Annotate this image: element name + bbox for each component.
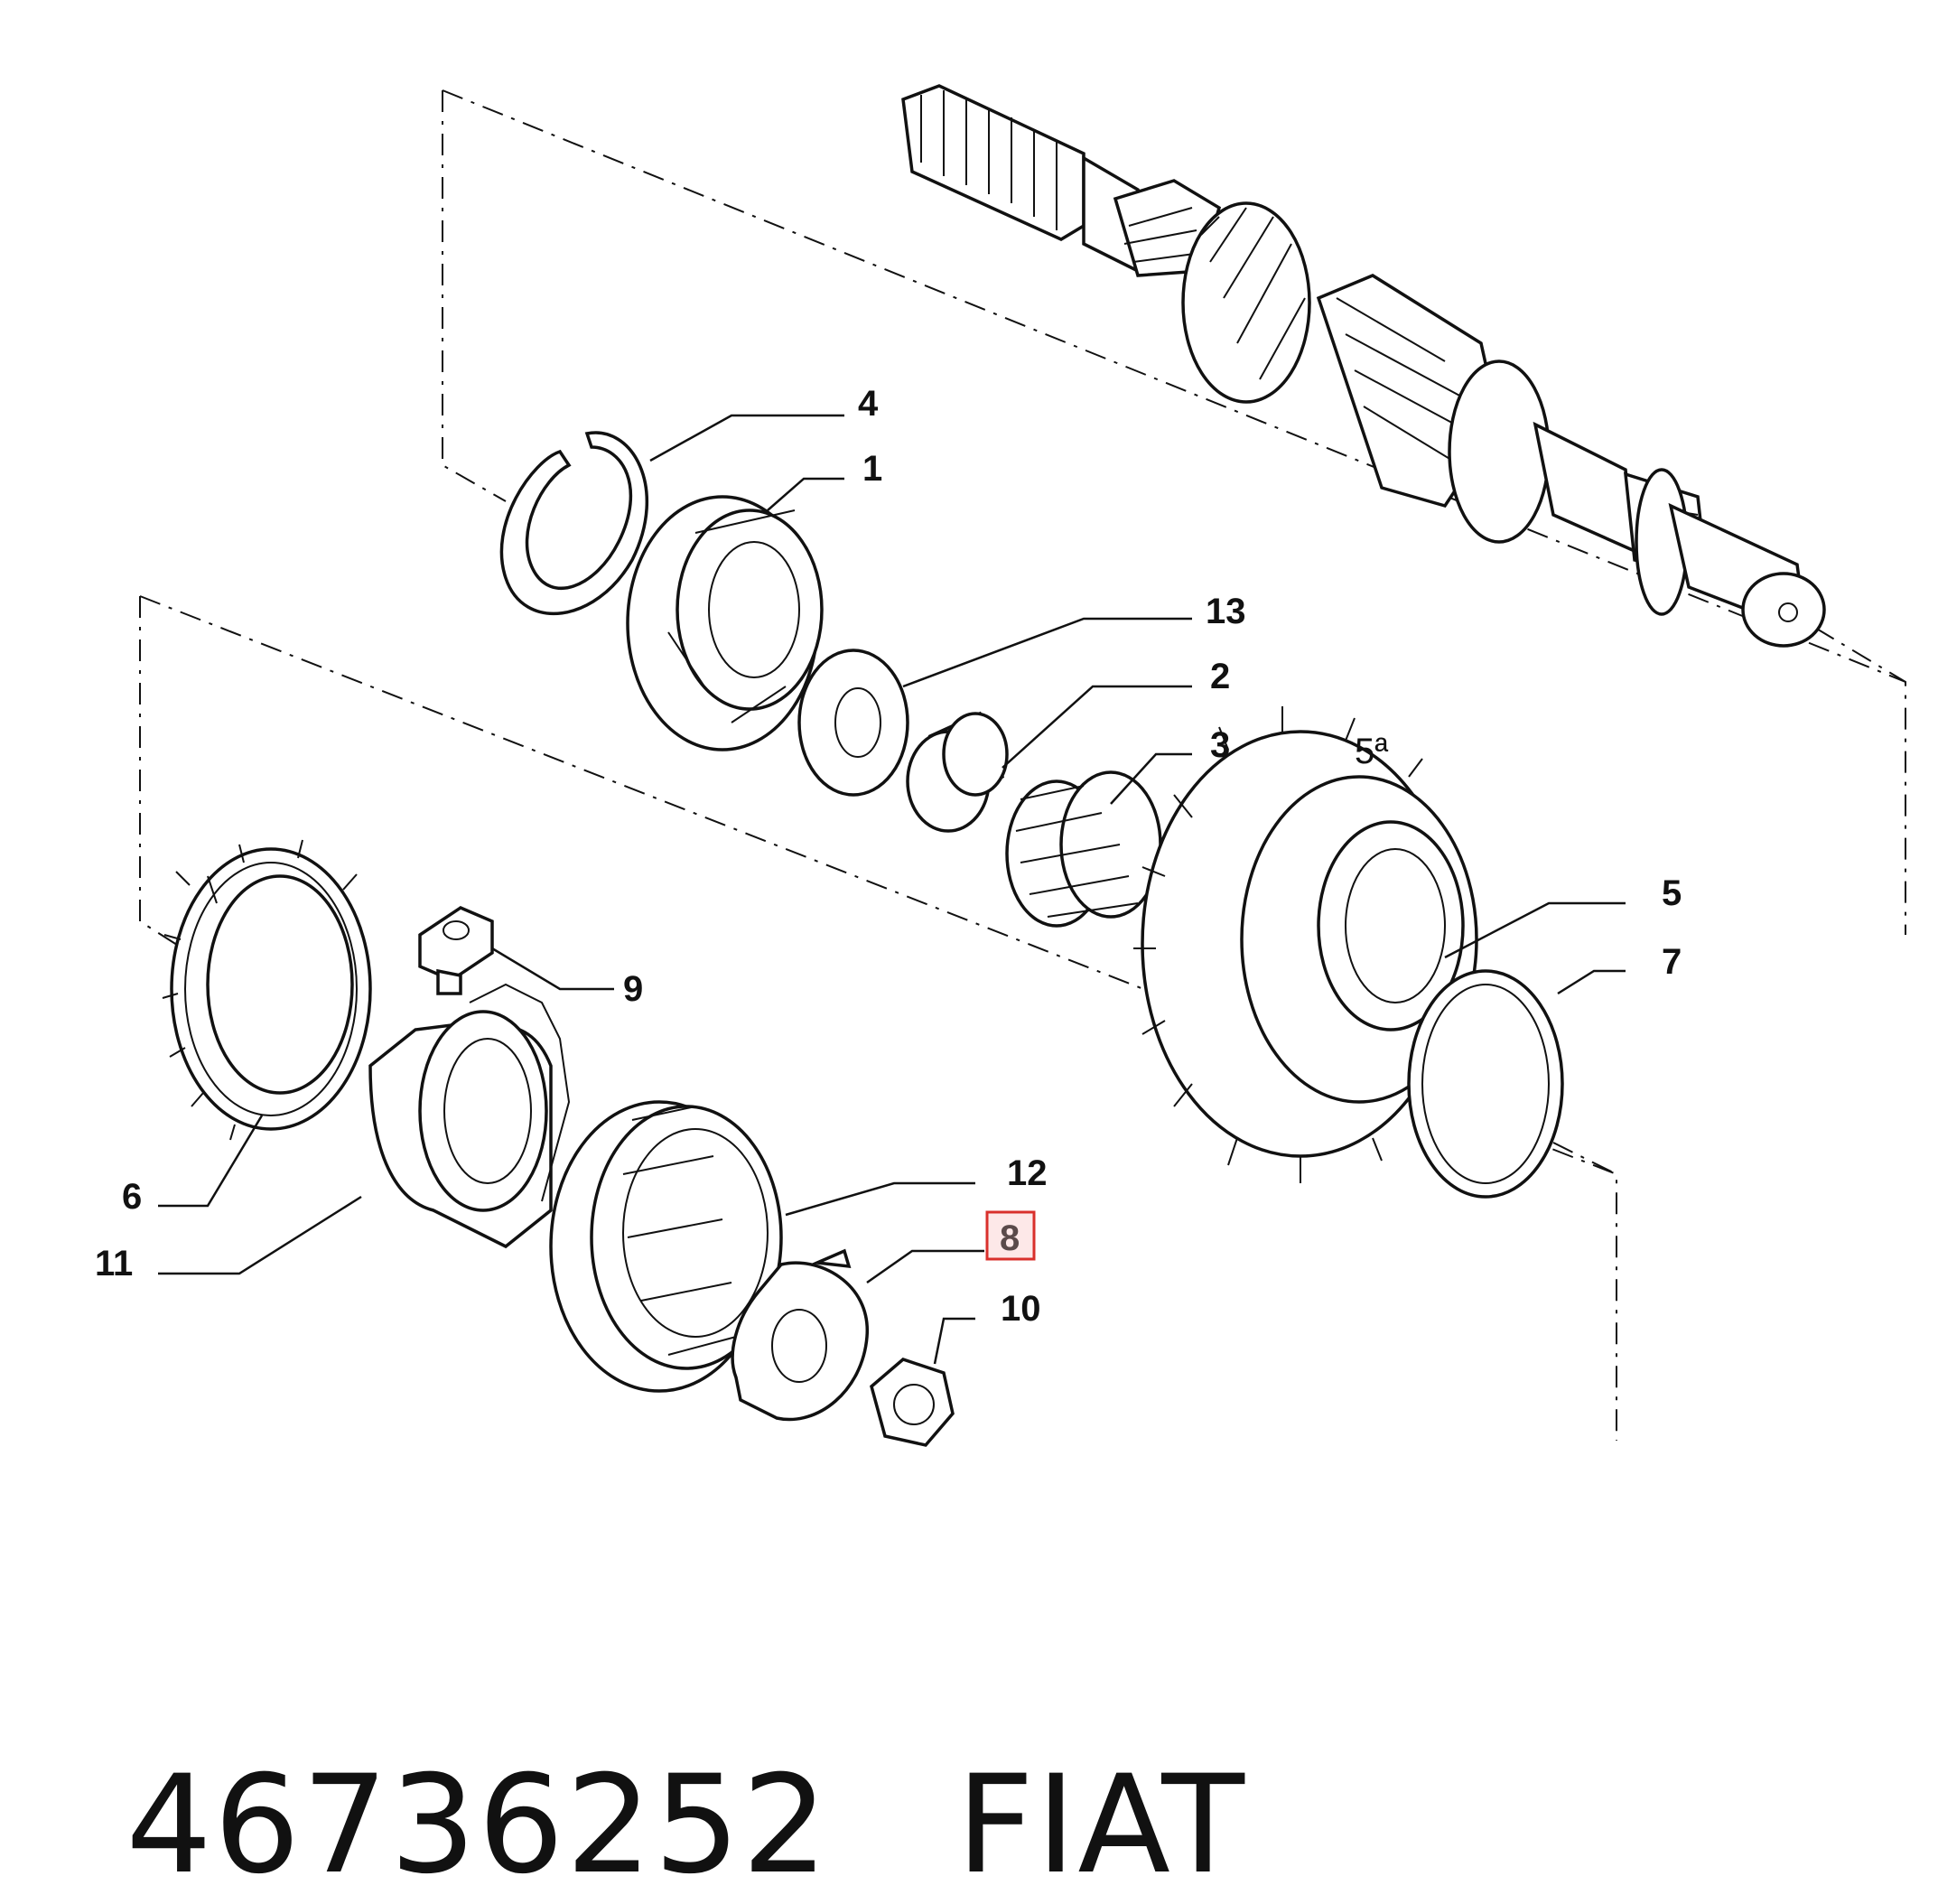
callout-labels: 4 1 13 2 3 5ª 5 7 9 6 11 12 8 10 <box>95 384 1682 1329</box>
main-shaft <box>901 84 1826 648</box>
callout-4: 4 <box>858 384 879 424</box>
tab-washer-part-8 <box>731 1248 869 1422</box>
callout-13: 13 <box>1206 592 1246 631</box>
sleeve-part-2 <box>906 711 1009 833</box>
callout-9: 9 <box>623 969 643 1009</box>
gear-part-5 <box>1133 706 1478 1183</box>
callout-11: 11 <box>95 1244 133 1283</box>
callout-8: 8 <box>1000 1218 1020 1258</box>
callout-5a: 5ª <box>1355 732 1388 771</box>
key-part-9 <box>418 906 494 995</box>
callout-5: 5 <box>1662 873 1682 913</box>
leader-lines <box>158 414 1626 1365</box>
brand-name: FIAT <box>955 1747 1246 1904</box>
callout-12: 12 <box>1007 1153 1048 1193</box>
part-number: 46736252 <box>126 1747 830 1904</box>
needle-bearing-part-3 <box>1005 770 1162 928</box>
snap-ring-part-4 <box>499 431 649 616</box>
sliding-sleeve-part-12 <box>549 1100 783 1393</box>
callout-1: 1 <box>862 449 882 489</box>
washer-part-13 <box>797 649 909 797</box>
synchro-ring-part-6 <box>162 839 372 1141</box>
synchro-hub-part-11 <box>368 983 571 1249</box>
callout-10: 10 <box>1001 1289 1041 1329</box>
nut-part-10 <box>870 1358 955 1447</box>
highlight-box <box>985 1210 1036 1261</box>
caption: 46736252 FIAT <box>36 1590 1246 1904</box>
assembly-frame-lower <box>139 595 1617 1441</box>
thrust-washer-part-7 <box>1407 969 1564 1199</box>
callout-7: 7 <box>1662 942 1682 982</box>
assembly-frame-upper <box>442 89 1906 935</box>
bearing-part-1 <box>626 495 824 751</box>
callout-2: 2 <box>1210 657 1230 696</box>
callout-6: 6 <box>122 1177 142 1217</box>
callout-3: 3 <box>1210 725 1230 765</box>
exploded-parts-diagram: 4 1 13 2 3 5ª 5 7 9 6 11 12 8 10 <box>95 84 1906 1447</box>
